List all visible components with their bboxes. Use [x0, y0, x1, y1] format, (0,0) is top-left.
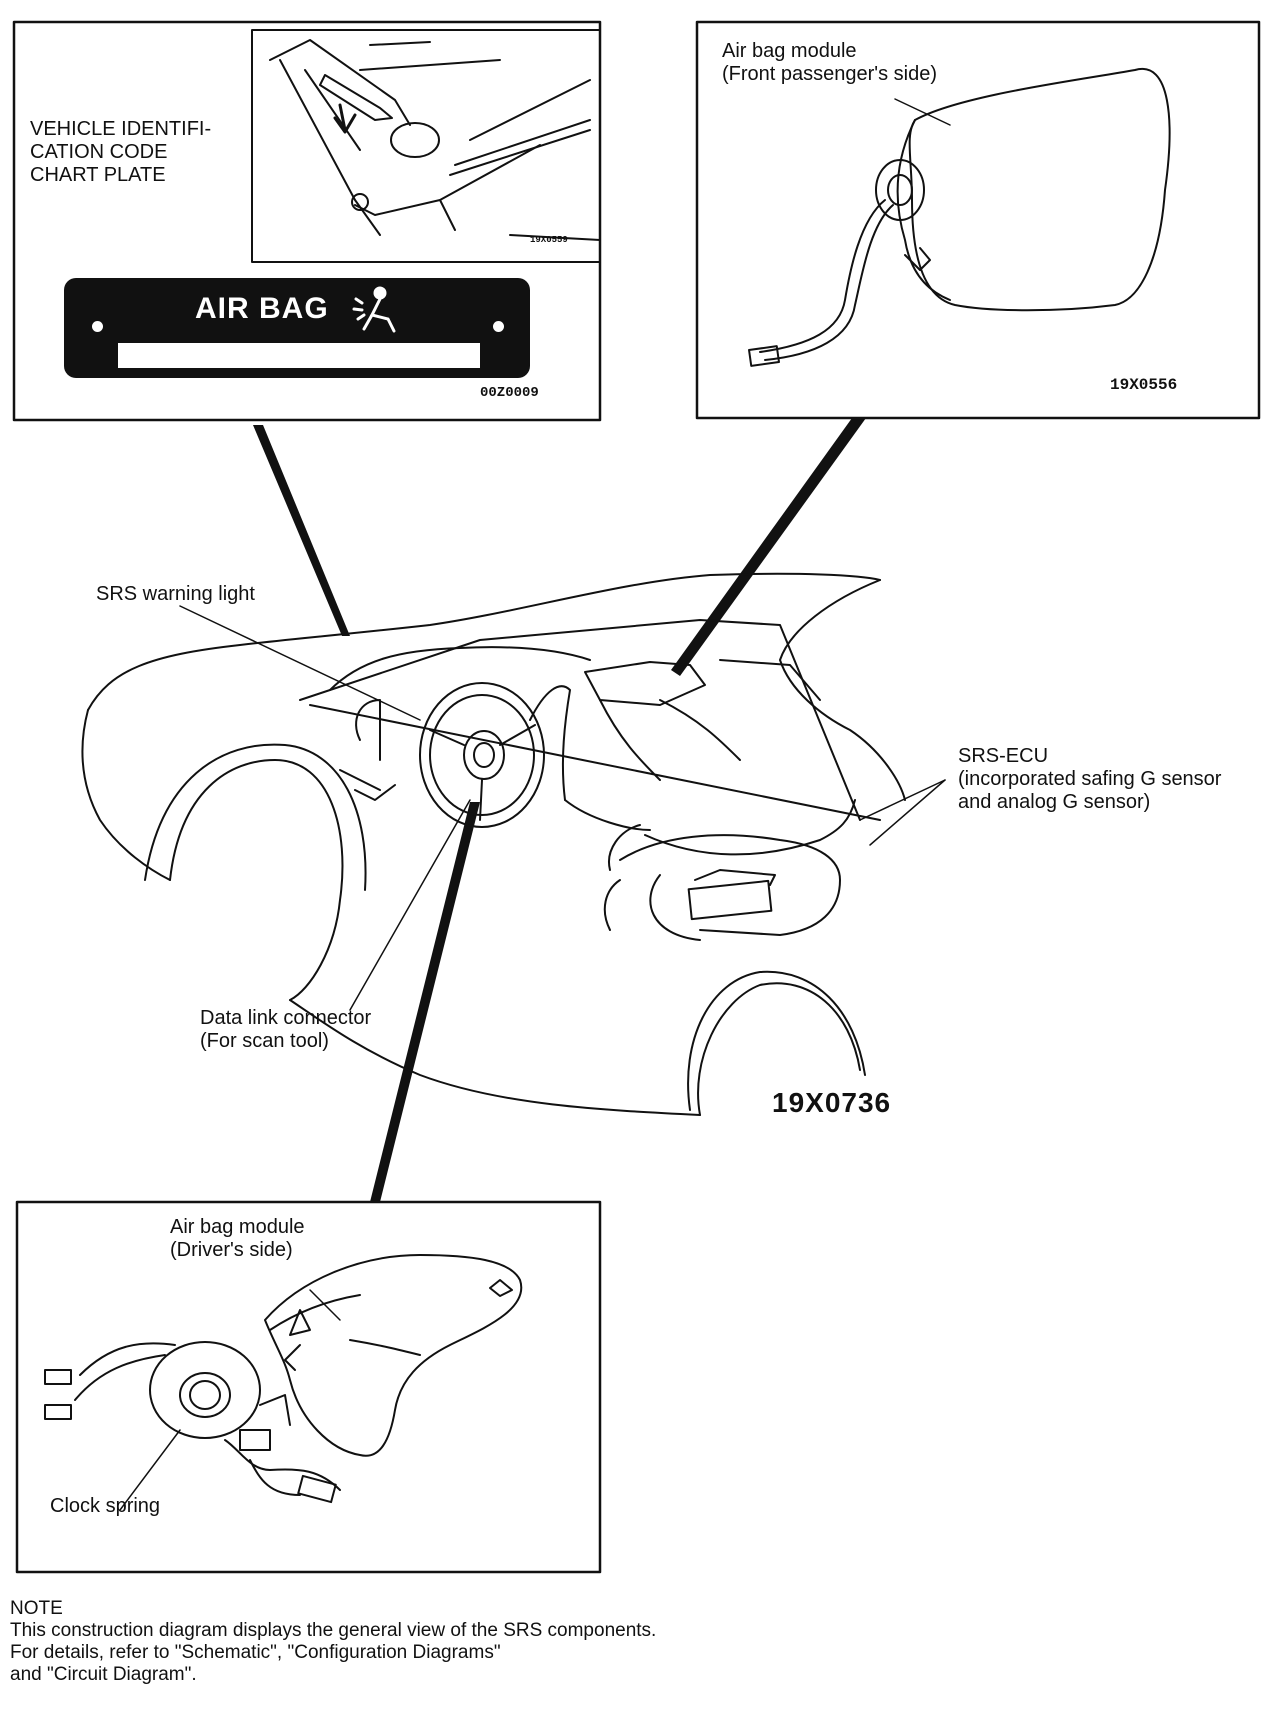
driver-module-leader — [370, 802, 480, 1202]
driver-module-label: Air bag module (Driver's side) — [170, 1216, 305, 1261]
car-body-drawing — [87, 572, 881, 711]
driver-module-panel — [15, 1200, 602, 1574]
driver-airbag-module-drawing — [264, 1254, 523, 1457]
note-line: and "Circuit Diagram". — [10, 1664, 197, 1685]
steering-wheel-drawing — [419, 682, 545, 828]
passenger-module-panel — [695, 20, 1261, 420]
passenger-module-leader — [671, 418, 866, 676]
vin-plate-label: VEHICLE IDENTIFI- CATION CODE CHART PLAT… — [30, 118, 212, 186]
note-line: This construction diagram displays the g… — [10, 1620, 657, 1641]
air-bag-plate-label: AIR BAG — [195, 292, 329, 325]
note-block: NOTE This construction diagram displays … — [10, 1598, 656, 1686]
srs-warning-light-label: SRS warning light — [96, 583, 255, 605]
srs-ecu-drawing — [687, 879, 773, 921]
clock-spring-label: Clock spring — [50, 1495, 161, 1517]
vin-location-inset — [251, 29, 601, 263]
srs-ecu-label: SRS-ECU (incorporated safing G sensor an… — [958, 745, 1222, 813]
note-heading: NOTE — [10, 1598, 63, 1619]
passenger-module-label: Air bag module (Front passenger's side) — [722, 40, 938, 85]
vin-plate-leader — [253, 425, 350, 636]
plate-blank-field — [118, 343, 480, 368]
data-link-connector-label: Data link connector (For scan tool) — [200, 1007, 372, 1052]
main-diagram-code: 19X0736 — [772, 1087, 892, 1118]
airbag-icon — [352, 286, 396, 333]
passenger-airbag-module-drawing — [908, 67, 1171, 312]
plate-code: 00Z0009 — [480, 385, 539, 401]
note-line: For details, refer to "Schematic", "Conf… — [10, 1642, 501, 1663]
passenger-code: 19X0556 — [1110, 376, 1178, 394]
plate-hole-right — [493, 321, 504, 332]
clock-spring-drawing — [149, 1341, 261, 1439]
inset-code: 19X0559 — [530, 235, 568, 245]
plate-hole-left — [92, 321, 103, 332]
